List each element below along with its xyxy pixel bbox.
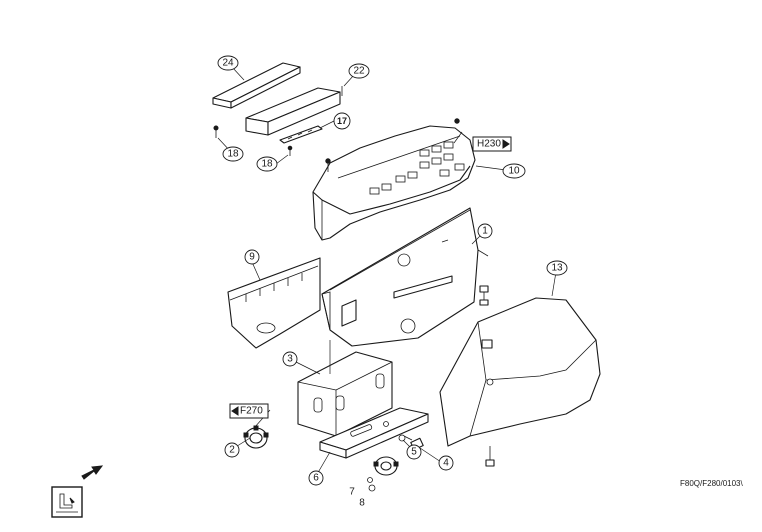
callout-24-label: 24 — [222, 58, 234, 69]
callout-1: 1 — [477, 223, 493, 239]
screw-18-lower — [287, 145, 293, 156]
callout-13: 13 — [546, 260, 568, 276]
part-9-side-cover — [227, 257, 321, 349]
lower-knob — [373, 456, 399, 476]
rear-cover-bolt — [485, 446, 495, 467]
callout-13-label: 13 — [551, 263, 563, 274]
callout-18-lower: 18 — [256, 156, 278, 172]
washer-7 — [367, 477, 373, 483]
callout-2: 2 — [224, 442, 240, 458]
screw-18-upper — [213, 125, 219, 138]
washer-5 — [398, 434, 406, 442]
part-13-rear-cover — [439, 297, 601, 447]
callout-9: 9 — [244, 249, 260, 265]
callout-5: 5 — [406, 444, 422, 460]
reference-f270-label: F270 — [240, 406, 263, 417]
callout-18-upper: 18 — [222, 146, 244, 162]
part-1-main-frame — [321, 207, 489, 347]
drawing-code: F80Q/F280/0103\ — [680, 479, 743, 488]
callout-18-lower-label: 18 — [261, 159, 273, 170]
arrow-left-icon — [231, 406, 239, 416]
callout-1-label: 1 — [482, 226, 488, 237]
callout-10: 10 — [502, 163, 526, 179]
seat-symbol-icon — [51, 486, 83, 518]
part-17-bracket — [279, 125, 323, 144]
forward-arrow-icon — [81, 465, 104, 480]
callout-2-label: 2 — [229, 445, 235, 456]
callout-18-upper-label: 18 — [227, 149, 239, 160]
callout-5-label: 5 — [411, 447, 417, 458]
part-22-armrest-pad — [245, 86, 343, 136]
callout-22-label: 22 — [353, 66, 365, 77]
callout-17-label: 17 — [337, 116, 347, 126]
part-24-cushion — [212, 62, 301, 109]
callout-4-label: 4 — [443, 458, 449, 469]
part-6-base-plate — [319, 407, 429, 459]
callout-3: 3 — [282, 351, 298, 367]
part-10-console-cover — [312, 118, 476, 241]
callout-6-label: 6 — [313, 473, 319, 484]
callout-10-label: 10 — [508, 166, 520, 177]
frame-bolt — [479, 285, 489, 306]
callout-6: 6 — [308, 470, 324, 486]
part-3-bracket — [297, 351, 393, 437]
arrow-right-icon — [502, 139, 510, 149]
washer-8 — [368, 484, 376, 492]
reference-f270: F270 — [229, 403, 269, 419]
reference-h230-label: H230 — [477, 139, 501, 150]
reference-h230: H230 — [472, 136, 512, 152]
callout-24: 24 — [217, 55, 239, 71]
label-7: 7 — [349, 487, 355, 498]
callout-9-label: 9 — [249, 252, 255, 263]
callout-17: 17 — [333, 112, 351, 130]
callout-22: 22 — [348, 63, 370, 79]
part-2-knob — [243, 425, 269, 449]
label-8: 8 — [359, 498, 365, 509]
callout-3-label: 3 — [287, 354, 293, 365]
leader-lines — [217, 66, 557, 477]
callout-4: 4 — [438, 455, 454, 471]
